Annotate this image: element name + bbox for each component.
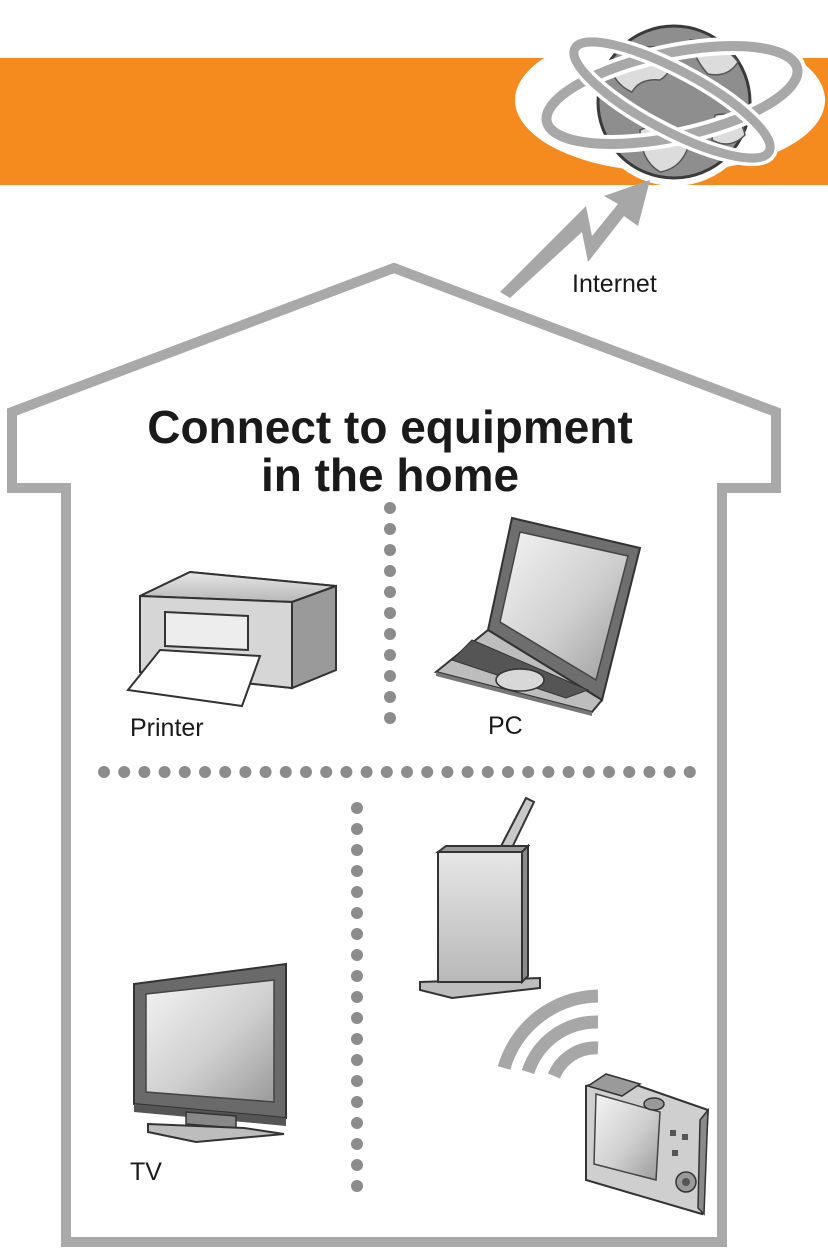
divider-dot	[118, 766, 130, 778]
divider-dot	[351, 949, 363, 961]
tv-label: TV	[130, 1158, 162, 1187]
divider-dot	[351, 1117, 363, 1129]
divider-dot	[361, 766, 373, 778]
tv-icon	[134, 964, 286, 1142]
divider-dot	[138, 766, 150, 778]
divider-dot	[623, 766, 635, 778]
divider-dot	[351, 1075, 363, 1087]
divider-dot	[643, 766, 655, 778]
divider-dot	[159, 766, 171, 778]
divider-dot	[384, 628, 396, 640]
divider-dot	[384, 670, 396, 682]
divider-dot	[384, 712, 396, 724]
divider-dot	[384, 544, 396, 556]
divider-dot	[441, 766, 453, 778]
title-line-1: Connect to equipment	[110, 404, 670, 450]
divider-dot	[351, 1012, 363, 1024]
divider-dot	[351, 907, 363, 919]
divider-dot	[351, 1159, 363, 1171]
divider-dot	[351, 802, 363, 814]
divider-dot	[351, 991, 363, 1003]
divider-dot	[384, 607, 396, 619]
divider-dot	[384, 649, 396, 661]
divider-dot	[664, 766, 676, 778]
laptop-icon	[436, 518, 640, 716]
divider-dot	[684, 766, 696, 778]
wifi-icon	[504, 996, 598, 1076]
divider-dot	[384, 586, 396, 598]
divider-dot	[351, 1033, 363, 1045]
divider-dot	[98, 766, 110, 778]
divider-dot	[351, 1054, 363, 1066]
divider-dot	[351, 970, 363, 982]
divider-dot	[462, 766, 474, 778]
divider-dot	[384, 523, 396, 535]
internet-label: Internet	[572, 270, 657, 299]
divider-dot	[522, 766, 534, 778]
divider-dot	[351, 844, 363, 856]
divider-dot	[563, 766, 575, 778]
divider-dot	[351, 1096, 363, 1108]
divider-dot	[482, 766, 494, 778]
divider-dot	[179, 766, 191, 778]
divider-dot	[260, 766, 272, 778]
camera-icon	[586, 1074, 708, 1214]
title-line-2: in the home	[110, 452, 670, 498]
divider-dot	[384, 565, 396, 577]
divider-dot	[542, 766, 554, 778]
divider-dot	[351, 1180, 363, 1192]
divider-dot	[351, 865, 363, 877]
divider-dot	[502, 766, 514, 778]
divider-dot	[320, 766, 332, 778]
divider-dot	[381, 766, 393, 778]
printer-label: Printer	[130, 714, 204, 743]
divider-dot	[401, 766, 413, 778]
printer-icon	[128, 572, 336, 706]
pc-label: PC	[488, 712, 523, 741]
divider-dot	[280, 766, 292, 778]
divider-dot	[583, 766, 595, 778]
router-icon	[420, 798, 540, 998]
divider-dot	[421, 766, 433, 778]
divider-dot	[603, 766, 615, 778]
divider-dot	[239, 766, 251, 778]
divider-dot	[384, 502, 396, 514]
divider-dot	[384, 691, 396, 703]
divider-dot	[351, 928, 363, 940]
divider-dot	[351, 886, 363, 898]
divider-dot	[219, 766, 231, 778]
divider-dot	[351, 1138, 363, 1150]
divider-dot	[351, 823, 363, 835]
divider-dot	[199, 766, 211, 778]
divider-dot	[300, 766, 312, 778]
divider-dot	[340, 766, 352, 778]
